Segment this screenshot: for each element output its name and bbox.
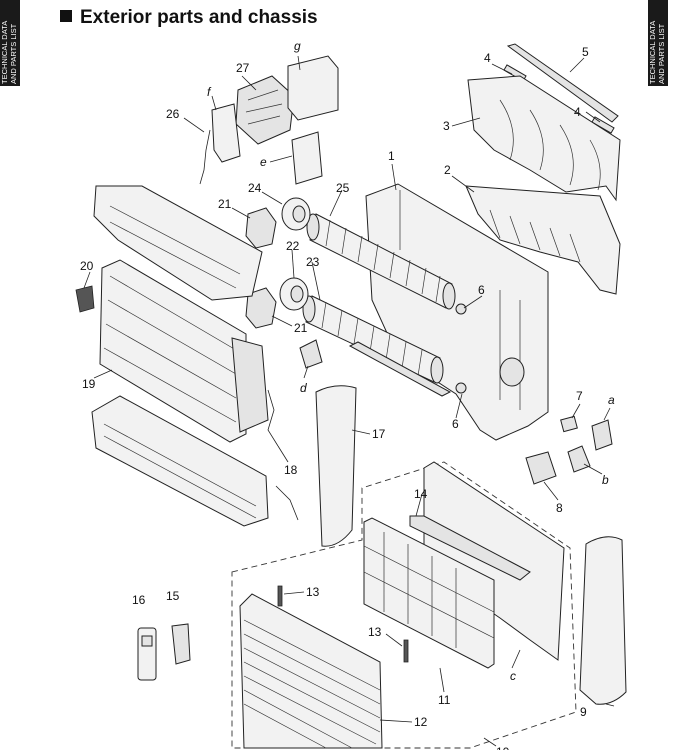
callout-g: g: [294, 39, 301, 53]
callout-a: a: [608, 393, 615, 407]
callout-25: 25: [336, 181, 350, 195]
callout-f: f: [207, 85, 212, 99]
part-26-sensor-wire: [199, 129, 211, 185]
part-22-fan-motor-lower: [279, 277, 309, 311]
upper-air-outlet-assembly: [93, 185, 263, 301]
part-18-drain-hose-wire: [267, 389, 299, 521]
callout-16: 16: [132, 593, 146, 607]
callout-19: 19: [82, 377, 96, 391]
front-panel-group-boundary: [231, 461, 577, 749]
callout-15: 15: [166, 589, 180, 603]
callout-10: 10: [496, 745, 510, 750]
part-15-remote-holder: [171, 623, 191, 665]
callout-13-lower: 13: [368, 625, 382, 639]
part-19-heat-exchanger: [99, 259, 247, 443]
callout-21-lower: 21: [294, 321, 308, 335]
callout-26: 26: [166, 107, 180, 121]
callout-4-lower: 4: [574, 105, 581, 119]
part-2-rear-panel: [465, 185, 621, 295]
callout-6-upper: 6: [478, 283, 485, 297]
callout-14: 14: [414, 487, 428, 501]
part-11-air-filter: [363, 517, 495, 669]
part-13-screw-cap-lower: [403, 639, 409, 663]
lower-drain-pan: [91, 395, 269, 527]
callout-13-upper: 13: [306, 585, 320, 599]
callout-7: 7: [576, 389, 583, 403]
part-21-motor-bracket-lower: [245, 287, 277, 329]
square-bullet-icon: [60, 10, 72, 22]
part-13-screw-cap-upper: [277, 585, 283, 607]
part-24-fan-motor-upper: [281, 197, 311, 231]
part-6-bearing-lower: [455, 382, 467, 394]
callout-b: b: [602, 473, 609, 487]
callout-9: 9: [580, 705, 587, 719]
part-9-right-side-cover: [579, 536, 627, 705]
part-17-side-cover: [315, 385, 357, 547]
page-title-text: Exterior parts and chassis: [80, 7, 318, 28]
part-21-motor-bracket-upper: [245, 207, 277, 249]
callout-d: d: [300, 381, 307, 395]
callout-2: 2: [444, 163, 451, 177]
side-tab-left: TECHNICAL DATA AND PARTS LIST: [0, 0, 20, 86]
callout-4-upper: 4: [484, 51, 491, 65]
callout-17: 17: [372, 427, 386, 441]
callout-3: 3: [443, 119, 450, 133]
callout-8: 8: [556, 501, 563, 515]
part-25-upper-cross-flow-fan: [306, 213, 456, 310]
part-7-small-plate: [560, 415, 578, 433]
part-8-terminal-block: [525, 451, 557, 485]
callout-1: 1: [388, 149, 395, 163]
callout-24: 24: [248, 181, 262, 195]
part-20-drain-clip: [75, 285, 95, 313]
callout-c: c: [510, 669, 516, 683]
part-a-mounting-bracket: [591, 419, 613, 451]
callout-22: 22: [286, 239, 300, 253]
callout-21-upper: 21: [218, 197, 232, 211]
callout-18: 18: [284, 463, 298, 477]
callout-5: 5: [582, 45, 589, 59]
lower-louver-strip: [348, 341, 452, 397]
part-6-bearing-upper: [455, 303, 467, 315]
part-b-mounting-bracket: [567, 445, 591, 473]
part-f-control-box-cover: [211, 103, 241, 163]
callout-11: 11: [438, 693, 451, 707]
callout-27: 27: [236, 61, 250, 75]
callout-6-lower: 6: [452, 417, 459, 431]
callout-e: e: [260, 155, 267, 169]
part-23-lower-cross-flow-fan: [302, 295, 444, 384]
page-title: Exterior parts and chassis: [60, 7, 318, 29]
callout-20: 20: [80, 259, 94, 273]
callout-12: 12: [414, 715, 428, 729]
side-tab-right: TECHNICAL DATA AND PARTS LIST: [648, 0, 668, 86]
part-d-bracket: [299, 339, 323, 369]
part-3-top-panel: [467, 75, 621, 202]
part-12-front-grille: [239, 593, 383, 749]
part-14-filter-guide: [409, 515, 531, 581]
part-g-electrical-box: [287, 55, 339, 121]
part-5-top-rail: [506, 43, 619, 123]
callout-23: 23: [306, 255, 320, 269]
part-e-terminal-cover: [291, 131, 323, 185]
part-27-control-pcb: [235, 75, 295, 145]
